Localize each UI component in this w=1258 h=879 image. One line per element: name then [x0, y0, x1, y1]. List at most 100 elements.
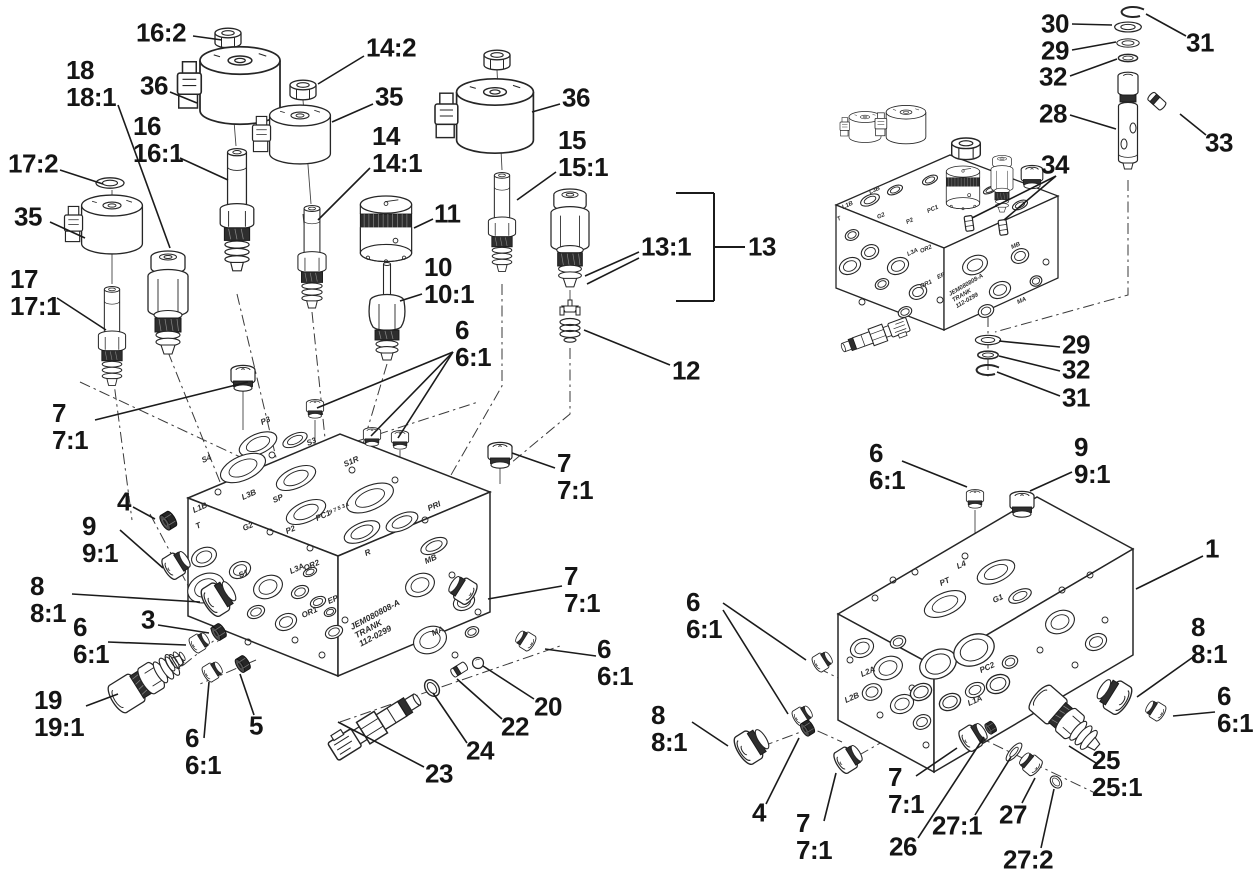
port-label: L4	[955, 559, 968, 571]
leader-line	[1029, 471, 1073, 492]
leader-line	[317, 167, 371, 221]
port-label: S3	[305, 435, 318, 447]
leader-line	[49, 221, 86, 239]
port-label: EP	[936, 272, 947, 281]
bolt-hole	[214, 488, 222, 496]
leader-line	[59, 169, 104, 185]
leader-line	[996, 371, 1061, 397]
bolt-hole	[474, 608, 482, 616]
leader-line	[456, 678, 503, 720]
bolt-hole	[244, 638, 252, 646]
bolt-hole	[291, 636, 299, 644]
leader-line	[917, 736, 985, 839]
leader-line	[107, 641, 187, 646]
leader-line	[337, 721, 425, 768]
leader-line	[169, 91, 198, 104]
port-label: G2	[241, 520, 255, 533]
bolt-hole	[871, 594, 879, 602]
leader-line	[1145, 13, 1187, 37]
leader-line	[117, 104, 171, 249]
port-bore	[285, 498, 327, 526]
bolt-hole	[1086, 571, 1094, 579]
bolt-hole	[1042, 258, 1050, 266]
port-label: S4	[200, 452, 213, 464]
port-label: EP	[326, 593, 340, 606]
leader-line	[56, 297, 107, 331]
leader-line	[94, 381, 249, 421]
bolt-hole	[911, 568, 919, 576]
leader-line	[516, 171, 557, 201]
leader-line	[71, 593, 201, 603]
bolt-hole	[1058, 586, 1066, 594]
leader-line	[971, 175, 1057, 219]
port-label: T	[194, 520, 203, 531]
bolt-hole	[421, 516, 429, 524]
leader-line	[544, 648, 597, 657]
port-bore	[976, 559, 1016, 585]
leader-line	[85, 693, 119, 707]
leader-line	[1003, 175, 1057, 221]
bolt-hole	[448, 571, 456, 579]
leader-line	[974, 756, 1012, 816]
bolt-hole	[961, 552, 969, 560]
port-label: P2	[905, 217, 915, 226]
port-label: P2	[284, 523, 297, 535]
leader-line	[722, 602, 807, 661]
leader-line	[765, 737, 800, 805]
port-bore	[275, 464, 317, 492]
bolt-hole	[922, 741, 930, 749]
port-label: SP	[271, 492, 285, 505]
leader-line	[584, 251, 640, 277]
leader-line	[370, 351, 454, 437]
leader-line	[487, 585, 563, 600]
leader-line	[331, 103, 374, 123]
bolt-hole	[451, 651, 459, 659]
leader-line	[317, 55, 365, 85]
leader-line	[998, 355, 1061, 372]
port-label: OR2	[919, 244, 933, 255]
leader-line	[482, 665, 535, 700]
bolt-hole	[391, 476, 399, 484]
leader-line	[1135, 555, 1204, 590]
port-bore	[238, 431, 278, 457]
bolt-hole	[266, 528, 274, 536]
leader-line	[823, 772, 837, 822]
leader-line	[1021, 777, 1036, 804]
port-bore	[385, 511, 419, 533]
leader-line	[901, 460, 968, 488]
leader-line	[1069, 58, 1118, 77]
leader-line	[722, 609, 789, 715]
bolt-hole	[348, 466, 356, 474]
leader-line	[998, 340, 1061, 348]
port-label: S1	[237, 567, 250, 579]
leader-line	[1136, 654, 1197, 698]
port-label: L1B	[841, 200, 854, 210]
port-bore	[860, 193, 880, 207]
port-label: R	[363, 547, 372, 558]
port-label: MB	[1010, 241, 1022, 251]
bolt-hole	[889, 576, 897, 584]
leader-line	[132, 506, 156, 520]
bolt-hole	[1101, 616, 1109, 624]
leader-line	[432, 692, 468, 744]
bolt-hole	[268, 451, 276, 459]
leader-line	[1040, 788, 1055, 849]
leader-line	[1068, 745, 1097, 764]
bolt-hole	[306, 544, 314, 552]
leader-line	[583, 329, 671, 366]
bolt-hole	[936, 296, 944, 304]
port-label: G1	[991, 592, 1005, 605]
port-label: L3A	[906, 248, 919, 258]
leader-line	[511, 452, 556, 469]
leader-line	[691, 721, 729, 747]
bolt-hole	[876, 711, 884, 719]
leader-line	[316, 351, 454, 409]
port-label: PT	[938, 575, 952, 588]
port-bore	[219, 452, 267, 484]
bolt-hole	[1036, 646, 1044, 654]
leader-line	[1172, 711, 1216, 717]
leader-line	[157, 624, 210, 634]
leader-line	[179, 157, 229, 181]
leader-line	[192, 35, 223, 41]
